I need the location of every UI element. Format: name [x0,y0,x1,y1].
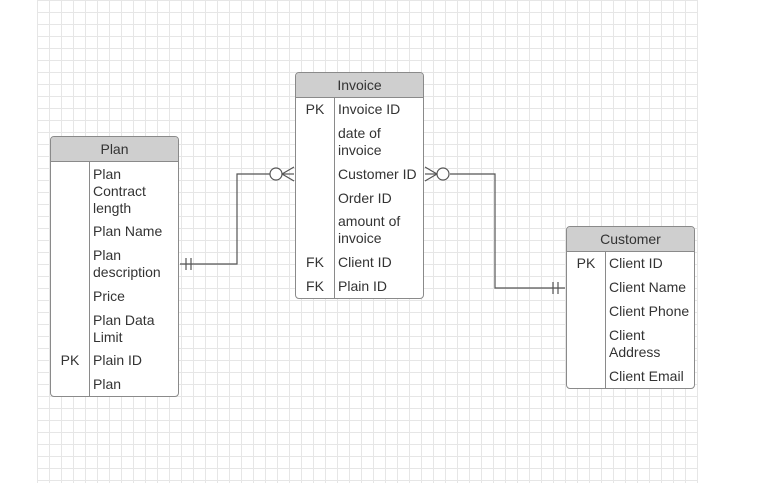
attribute-row: Client Email [567,368,694,388]
attribute-name: date of invoice [338,125,382,158]
attribute-name: Plan Contract length [93,166,146,216]
key-column-divider [605,252,606,388]
attribute-row: Plan Contract length [51,166,178,223]
key-column-divider [334,98,335,298]
key-label [51,376,89,396]
attribute-name: Plan description [93,247,161,280]
attribute-name: Client ID [338,254,392,270]
relationship-plan-invoice[interactable] [180,166,295,270]
attribute-name: Plan [93,376,122,392]
attribute-name: amount of invoice [338,213,401,246]
attribute-name: Client Name [609,279,687,295]
attribute-name: Plan Data Limit [93,312,155,345]
attribute-row: FK Client ID [296,254,423,278]
key-label [567,368,605,388]
attribute-name: Plain ID [338,278,388,294]
key-label [296,166,334,190]
attribute-name: Client Address [609,327,661,360]
key-label [51,288,89,312]
entity-attributes: PK Client ID Client Name Client Phone Cl… [567,252,694,388]
attribute-row: PK Invoice ID [296,101,423,125]
entity-title: Plan [51,137,178,162]
key-label [567,327,605,368]
key-label [567,303,605,327]
attribute-row: Plan [51,376,178,396]
key-label [51,166,89,223]
attribute-row: Price [51,288,178,312]
attribute-row: Plan Name [51,223,178,247]
pk-label: PK [576,255,596,271]
attribute-row: date of invoice [296,125,423,166]
key-label [296,190,334,213]
crowfoot-top [424,166,438,175]
key-label [51,223,89,247]
entity-attributes: PK Invoice ID date of invoice Customer I… [296,98,423,298]
key-label [296,125,334,166]
key-label [296,213,334,254]
fk-label: FK [306,278,324,294]
attribute-row: PK Plain ID [51,352,178,376]
key-column-divider [89,162,90,396]
crowfoot-bottom [424,173,438,182]
attribute-row: Client Phone [567,303,694,327]
attribute-name: Invoice ID [338,101,401,117]
attribute-row: Plan Data Limit [51,312,178,352]
attribute-row: Client Name [567,279,694,303]
attribute-name: Plan Name [93,223,163,239]
attribute-name: Plain ID [93,352,143,368]
attribute-row: FK Plain ID [296,278,423,298]
attribute-row: Order ID [296,190,423,213]
entity-plan[interactable]: Plan Plan Contract length Plan Name Plan… [50,136,179,397]
relationship-invoice-customer[interactable] [424,166,565,294]
attribute-row: Client Address [567,327,694,368]
attribute-name: Order ID [338,190,392,206]
attribute-name: Price [93,288,125,304]
attribute-name: Customer ID [338,166,417,182]
entity-customer[interactable]: Customer PK Client ID Client Name Client… [566,226,695,389]
attribute-name: Client Email [609,368,684,384]
key-label [51,312,89,352]
attribute-row: Customer ID [296,166,423,190]
attribute-row: amount of invoice [296,213,423,254]
crowfoot-top [281,166,295,175]
attribute-name: Client Phone [609,303,690,319]
key-label [567,279,605,303]
connector-line [180,173,270,265]
entity-invoice[interactable]: Invoice PK Invoice ID date of invoice Cu… [295,72,424,299]
zero-circle [436,167,450,181]
zero-circle [269,167,283,181]
attribute-row: Plan description [51,247,178,288]
key-label [51,247,89,288]
pk-label: PK [305,101,325,117]
entity-title: Customer [567,227,694,252]
attribute-name: Client ID [609,255,663,271]
entity-attributes: Plan Contract length Plan Name Plan desc… [51,162,178,396]
fk-label: FK [306,254,324,270]
pk-label: PK [60,352,80,368]
entity-title: Invoice [296,73,423,98]
attribute-row: PK Client ID [567,255,694,279]
crowfoot-bottom [281,173,295,182]
connector-line [450,173,565,289]
